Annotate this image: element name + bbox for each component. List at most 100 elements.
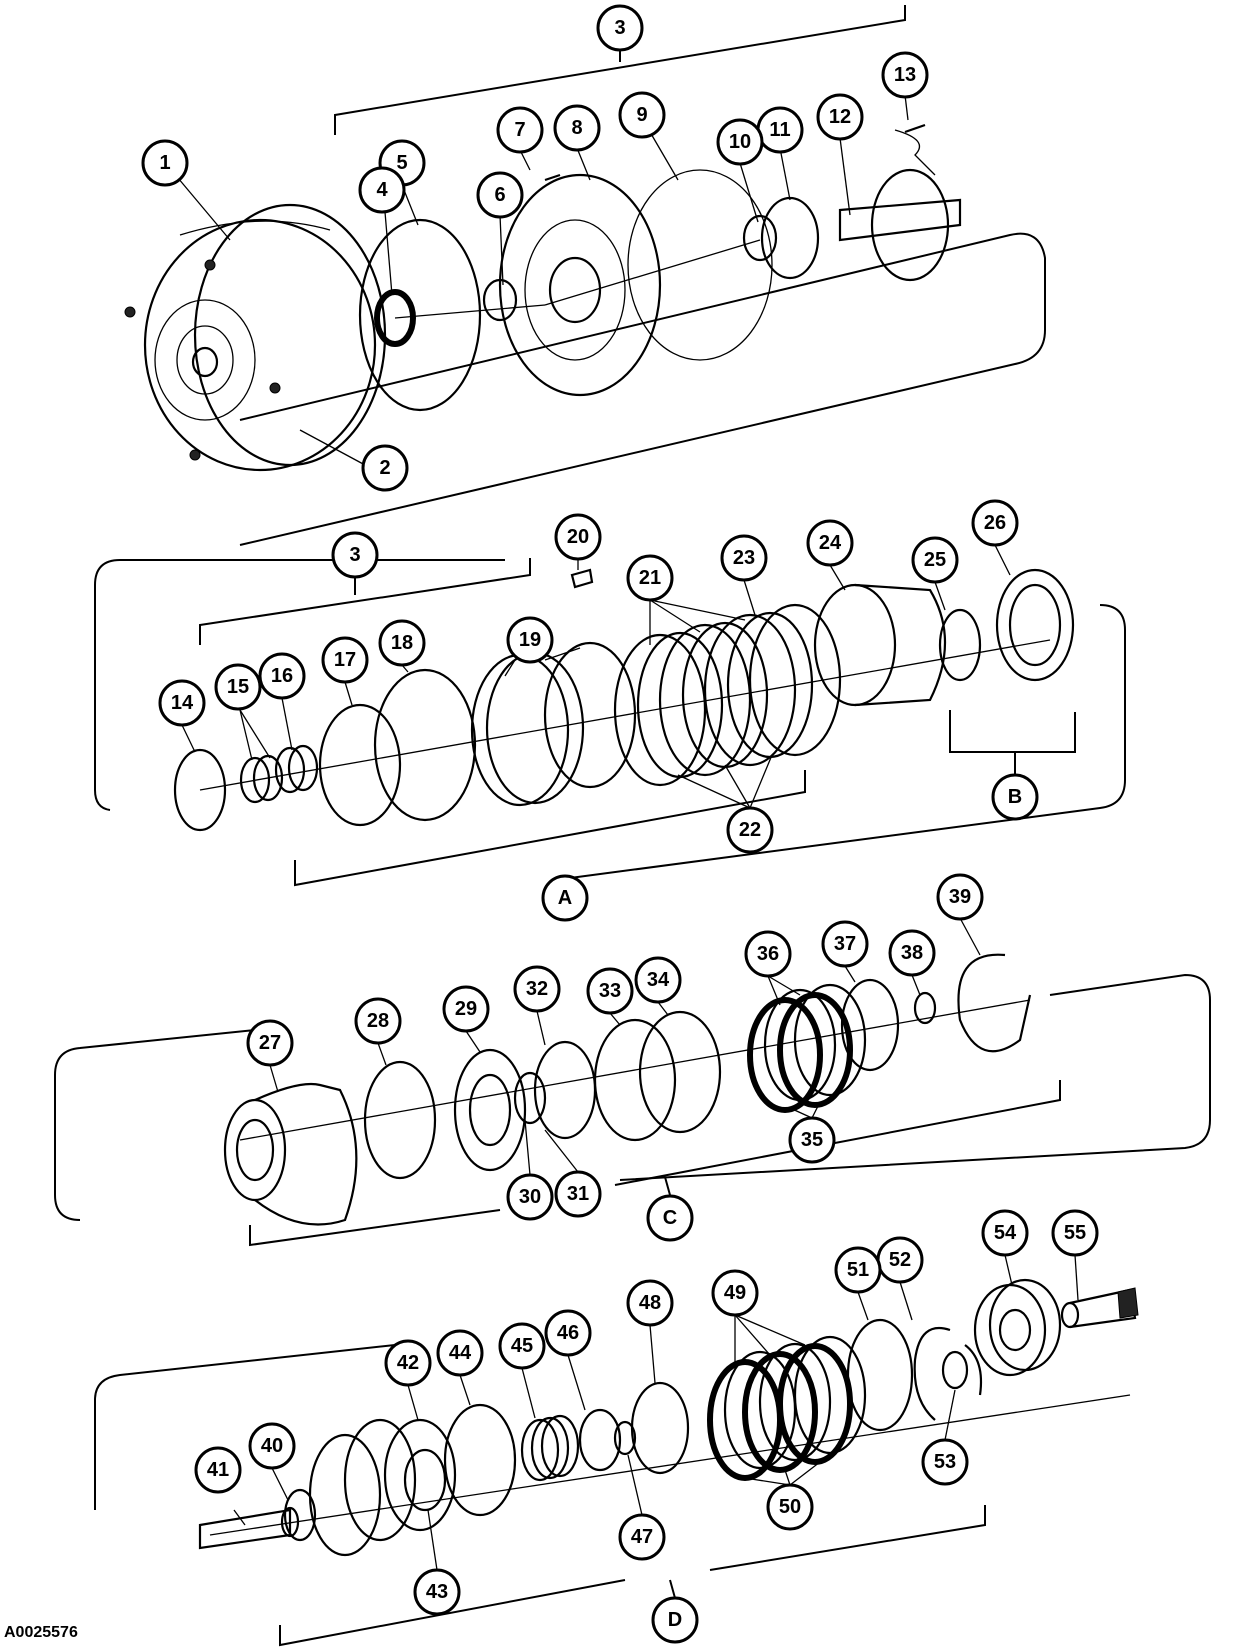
callout-16: 16 [258,652,306,700]
callout-C: C [646,1194,694,1242]
svg-text:32: 32 [526,978,548,1000]
pressure-plate [593,1018,677,1142]
svg-text:14: 14 [171,692,194,714]
svg-text:38: 38 [901,942,923,964]
springs [239,744,319,804]
row-3-group [54,917,1211,1247]
callout-24: 24 [806,519,854,567]
svg-text:17: 17 [334,649,356,671]
svg-text:47: 47 [631,1526,653,1548]
callout-12: 12 [816,93,864,141]
callout-49: 49 [711,1269,759,1317]
callout-34: 34 [634,956,682,1004]
callout-45: 45 [498,1322,546,1370]
svg-text:41: 41 [207,1459,229,1481]
overdrive-seal [403,1448,447,1512]
callout-33: 33 [586,967,634,1015]
svg-text:9: 9 [636,104,647,126]
stator-support [838,168,962,282]
svg-text:10: 10 [729,131,751,153]
callout-37: 37 [821,920,869,968]
output-shaft [198,1506,300,1550]
svg-text:16: 16 [271,665,293,687]
reaction-plate [846,1318,914,1432]
callout-41: 41 [194,1446,242,1494]
clutch-drum [813,583,946,707]
callout-26: 26 [971,499,1019,547]
callout-43: 43 [413,1568,461,1616]
callout-51: 51 [834,1246,882,1294]
svg-text:45: 45 [511,1335,533,1357]
svg-text:49: 49 [724,1282,746,1304]
svg-text:8: 8 [571,117,582,139]
piston-spring [513,1071,547,1125]
svg-text:29: 29 [455,998,477,1020]
callout-2: 2 [361,444,409,492]
front-seal [374,289,416,347]
overdrive-clutch-pack [707,1335,867,1481]
callout-19: 19 [506,616,554,664]
svg-text:D: D [668,1609,682,1631]
svg-text:20: 20 [567,526,589,548]
row-2-group [94,544,1126,887]
callout-54: 54 [981,1209,1029,1257]
svg-text:46: 46 [557,1322,579,1344]
svg-text:39: 39 [949,886,971,908]
callout-B: B [991,773,1039,821]
output-gear [973,1278,1062,1377]
svg-text:44: 44 [449,1342,472,1364]
piston-seal-inner [318,703,402,827]
svg-text:31: 31 [567,1183,589,1205]
callouts: 3 13 12 9 11 8 7 10 1 5 4 6 2 3 20 26 24… [141,4,1099,1644]
callout-27: 27 [246,1019,294,1067]
callout-52: 52 [876,1236,924,1284]
svg-text:34: 34 [647,969,670,991]
retaining-clip [913,1327,951,1421]
pump-gasket [627,169,773,361]
svg-text:1: 1 [159,152,170,174]
svg-text:19: 19 [519,629,541,651]
svg-text:50: 50 [779,1496,801,1518]
callout-48: 48 [626,1279,674,1327]
rear-bearing [941,1350,969,1390]
ring-gear [308,1418,417,1557]
row-4-group [94,1254,1139,1647]
callout-21: 21 [626,554,674,602]
callout-25: 25 [911,536,959,584]
svg-text:C: C [663,1207,677,1229]
callout-3-mid: 3 [331,531,379,579]
svg-text:B: B [1008,786,1022,808]
callout-47: 47 [618,1513,666,1561]
forward-snap-ring [957,953,1032,1053]
callout-10: 10 [716,118,764,166]
svg-text:28: 28 [367,1010,389,1032]
callout-29: 29 [442,985,490,1033]
piston-seal-outer [373,668,477,822]
callout-36: 36 [744,930,792,978]
svg-text:A: A [558,887,572,909]
svg-text:3: 3 [614,17,625,39]
callout-38: 38 [888,929,936,977]
clutch-piston [470,641,637,807]
return-spring [520,1414,580,1482]
sun-gear [995,568,1075,682]
svg-text:23: 23 [733,547,755,569]
callout-35: 35 [788,1116,836,1164]
callout-32: 32 [513,965,561,1013]
callout-23: 23 [720,534,768,582]
key [570,568,594,589]
callout-20: 20 [554,513,602,561]
svg-text:5: 5 [396,152,407,174]
svg-text:12: 12 [829,106,851,128]
pump-body [498,173,662,397]
forward-piston [453,1048,527,1172]
svg-text:4: 4 [376,179,388,201]
output-washer [283,1488,317,1542]
thrust-washer [840,978,900,1072]
callout-22: 22 [726,806,774,854]
callout-1: 1 [141,139,189,187]
callout-42: 42 [384,1339,432,1387]
figure-id: A0025576 [4,1624,78,1641]
svg-text:27: 27 [259,1032,281,1054]
